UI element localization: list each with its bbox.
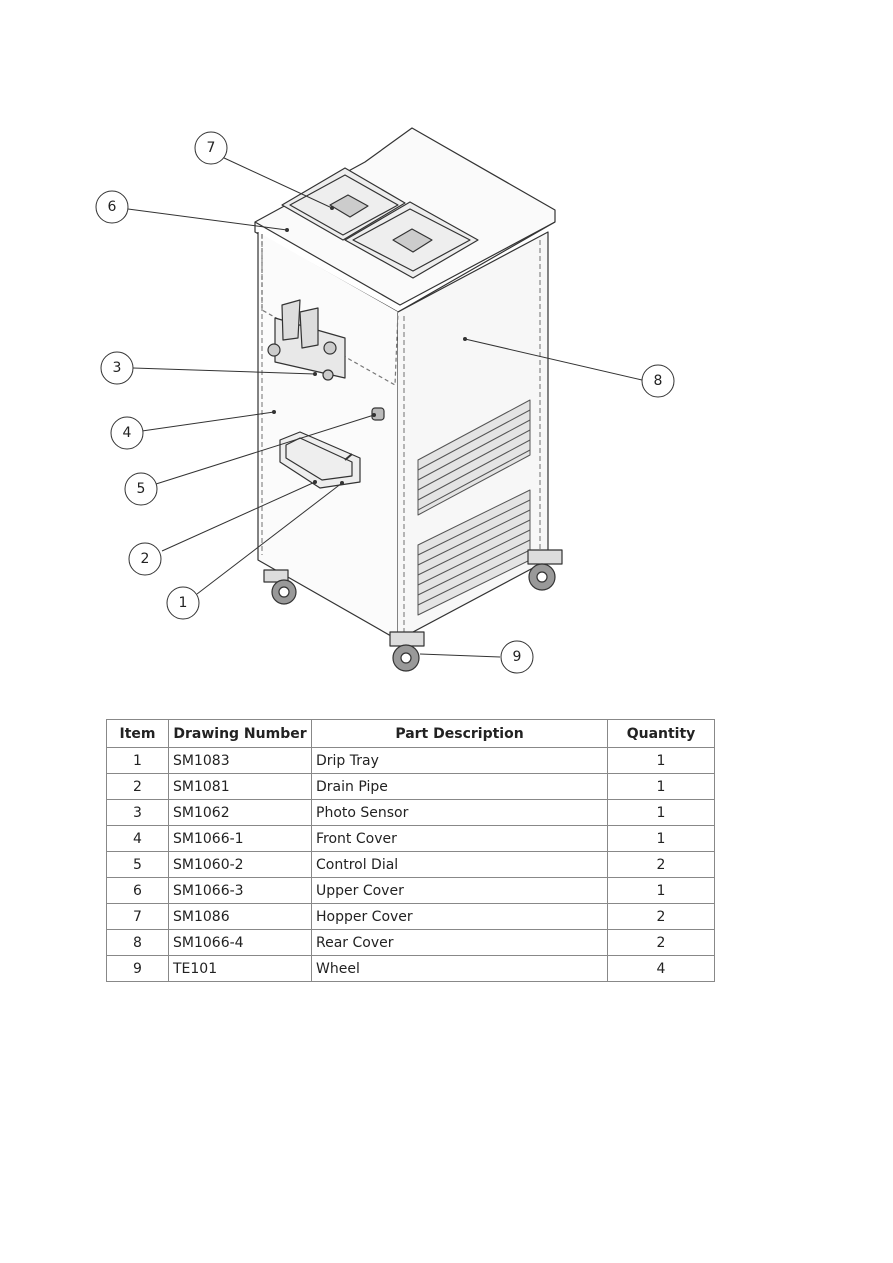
cell-item: 3 [106, 799, 169, 826]
cell-item: 4 [106, 825, 169, 852]
header-item: Item [106, 719, 169, 748]
callout-label: 3 [113, 360, 122, 376]
callout-circle [110, 416, 144, 450]
wheel-front-right [389, 631, 425, 672]
cell-quantity: 4 [607, 955, 715, 982]
cell-drawing-number: TE101 [168, 955, 312, 982]
header-part-description: Part Description [311, 719, 608, 748]
table-row: 9 TE101 Wheel 4 [106, 955, 715, 982]
callout-circle [128, 542, 162, 576]
machine-exploded-diagram: 7 6 3 8 4 5 2 1 9 [95, 127, 675, 674]
callout-circle [124, 472, 158, 506]
cell-quantity: 2 [607, 929, 715, 956]
cell-quantity: 1 [607, 773, 715, 800]
callout-label: 2 [141, 551, 150, 567]
callout-label: 6 [108, 199, 117, 215]
cell-quantity: 2 [607, 851, 715, 878]
cell-item: 7 [106, 903, 169, 930]
callout-circle [500, 640, 534, 674]
dispensing-head [267, 299, 346, 381]
cell-part-description: Drip Tray [311, 747, 608, 774]
cell-drawing-number: SM1081 [168, 773, 312, 800]
cell-drawing-number: SM1083 [168, 747, 312, 774]
wheel-rear-right [527, 549, 563, 591]
table-row: 4 SM1066-1 Front Cover 1 [106, 825, 715, 852]
vent-grille-upper [417, 399, 531, 516]
cell-part-description: Photo Sensor [311, 799, 608, 826]
callout-label: 9 [513, 649, 522, 665]
cell-drawing-number: SM1086 [168, 903, 312, 930]
cell-drawing-number: SM1066-4 [168, 929, 312, 956]
callout-circle [95, 190, 129, 224]
hopper-cover-right [344, 201, 479, 279]
table-row: 8 SM1066-4 Rear Cover 2 [106, 929, 715, 956]
cell-item: 9 [106, 955, 169, 982]
wheel-front-left [263, 569, 297, 605]
cell-quantity: 1 [607, 825, 715, 852]
cell-part-description: Front Cover [311, 825, 608, 852]
cell-quantity: 1 [607, 799, 715, 826]
cell-drawing-number: SM1062 [168, 799, 312, 826]
callout-label: 5 [137, 481, 146, 497]
control-dial [371, 407, 385, 421]
table-row: 2 SM1081 Drain Pipe 1 [106, 773, 715, 800]
cell-quantity: 1 [607, 747, 715, 774]
cell-item: 6 [106, 877, 169, 904]
cell-part-description: Wheel [311, 955, 608, 982]
table-row: 6 SM1066-3 Upper Cover 1 [106, 877, 715, 904]
callout-label: 7 [207, 140, 216, 156]
header-quantity: Quantity [607, 719, 715, 748]
callout-circle [166, 586, 200, 620]
table-row: 3 SM1062 Photo Sensor 1 [106, 799, 715, 826]
header-drawing-number: Drawing Number [168, 719, 312, 748]
table-header-row: Item Drawing Number Part Description Qua… [106, 719, 715, 748]
table-row: 5 SM1060-2 Control Dial 2 [106, 851, 715, 878]
cell-drawing-number: SM1060-2 [168, 851, 312, 878]
hopper-cover-left [281, 167, 406, 241]
callout-label: 8 [654, 373, 663, 389]
cell-quantity: 1 [607, 877, 715, 904]
parts-table: Item Drawing Number Part Description Qua… [106, 719, 715, 982]
cell-quantity: 2 [607, 903, 715, 930]
cell-part-description: Upper Cover [311, 877, 608, 904]
cell-part-description: Hopper Cover [311, 903, 608, 930]
cell-item: 8 [106, 929, 169, 956]
cell-part-description: Rear Cover [311, 929, 608, 956]
cell-drawing-number: SM1066-3 [168, 877, 312, 904]
callout-label: 4 [123, 425, 132, 441]
cell-item: 1 [106, 747, 169, 774]
cell-item: 2 [106, 773, 169, 800]
callout-circle [100, 351, 134, 385]
table-row: 1 SM1083 Drip Tray 1 [106, 747, 715, 774]
callout-label: 1 [179, 595, 188, 611]
callout-circle [194, 131, 228, 165]
callout-circle [641, 364, 675, 398]
cell-part-description: Drain Pipe [311, 773, 608, 800]
cell-drawing-number: SM1066-1 [168, 825, 312, 852]
table-row: 7 SM1086 Hopper Cover 2 [106, 903, 715, 930]
cell-part-description: Control Dial [311, 851, 608, 878]
cell-item: 5 [106, 851, 169, 878]
